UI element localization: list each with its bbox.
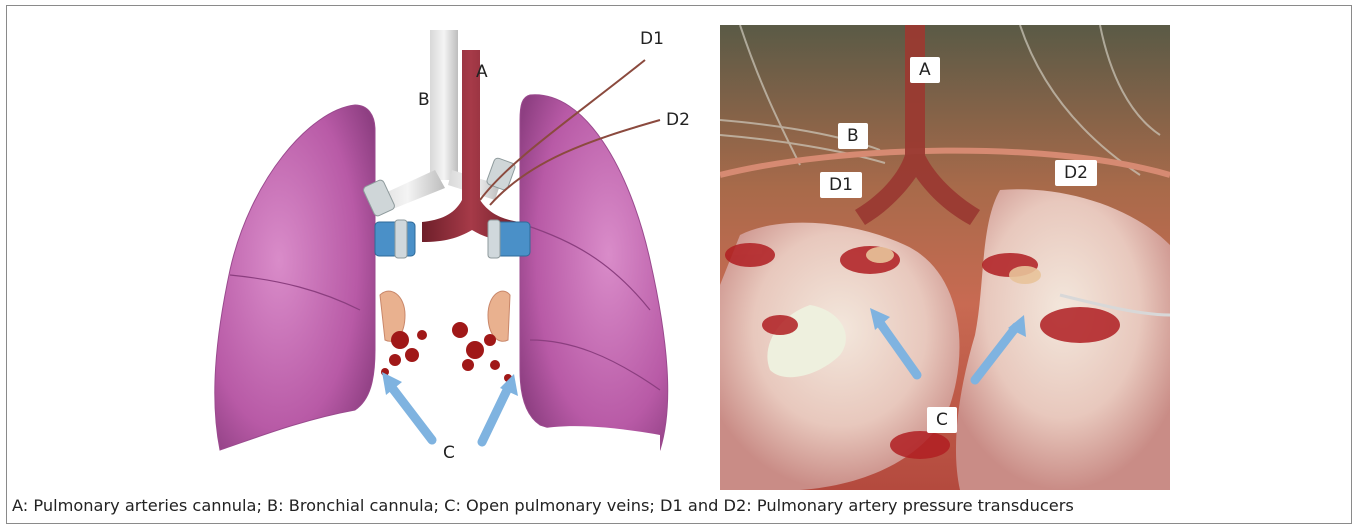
photo-label-a: A: [910, 57, 940, 83]
label-c: C: [443, 445, 455, 462]
label-b: B: [418, 92, 430, 109]
photo-label-d2: D2: [1055, 160, 1097, 186]
label-d2: D2: [666, 112, 690, 129]
figure-caption: A: Pulmonary arteries cannula; B: Bronch…: [12, 496, 1074, 515]
lung-illustration: A B D1 D2 C: [190, 10, 720, 470]
lung-illustration-graphic: [190, 10, 720, 470]
label-d1: D1: [640, 31, 664, 48]
left-lung: [215, 105, 375, 450]
photo-label-b: B: [838, 123, 868, 149]
photo-label-c: C: [927, 407, 957, 433]
photo-label-d1: D1: [820, 172, 862, 198]
right-lung: [520, 95, 668, 450]
lung-photograph: A B D1 D2 C: [720, 25, 1170, 490]
bronchial-tube: [430, 30, 458, 180]
label-a: A: [476, 64, 488, 81]
